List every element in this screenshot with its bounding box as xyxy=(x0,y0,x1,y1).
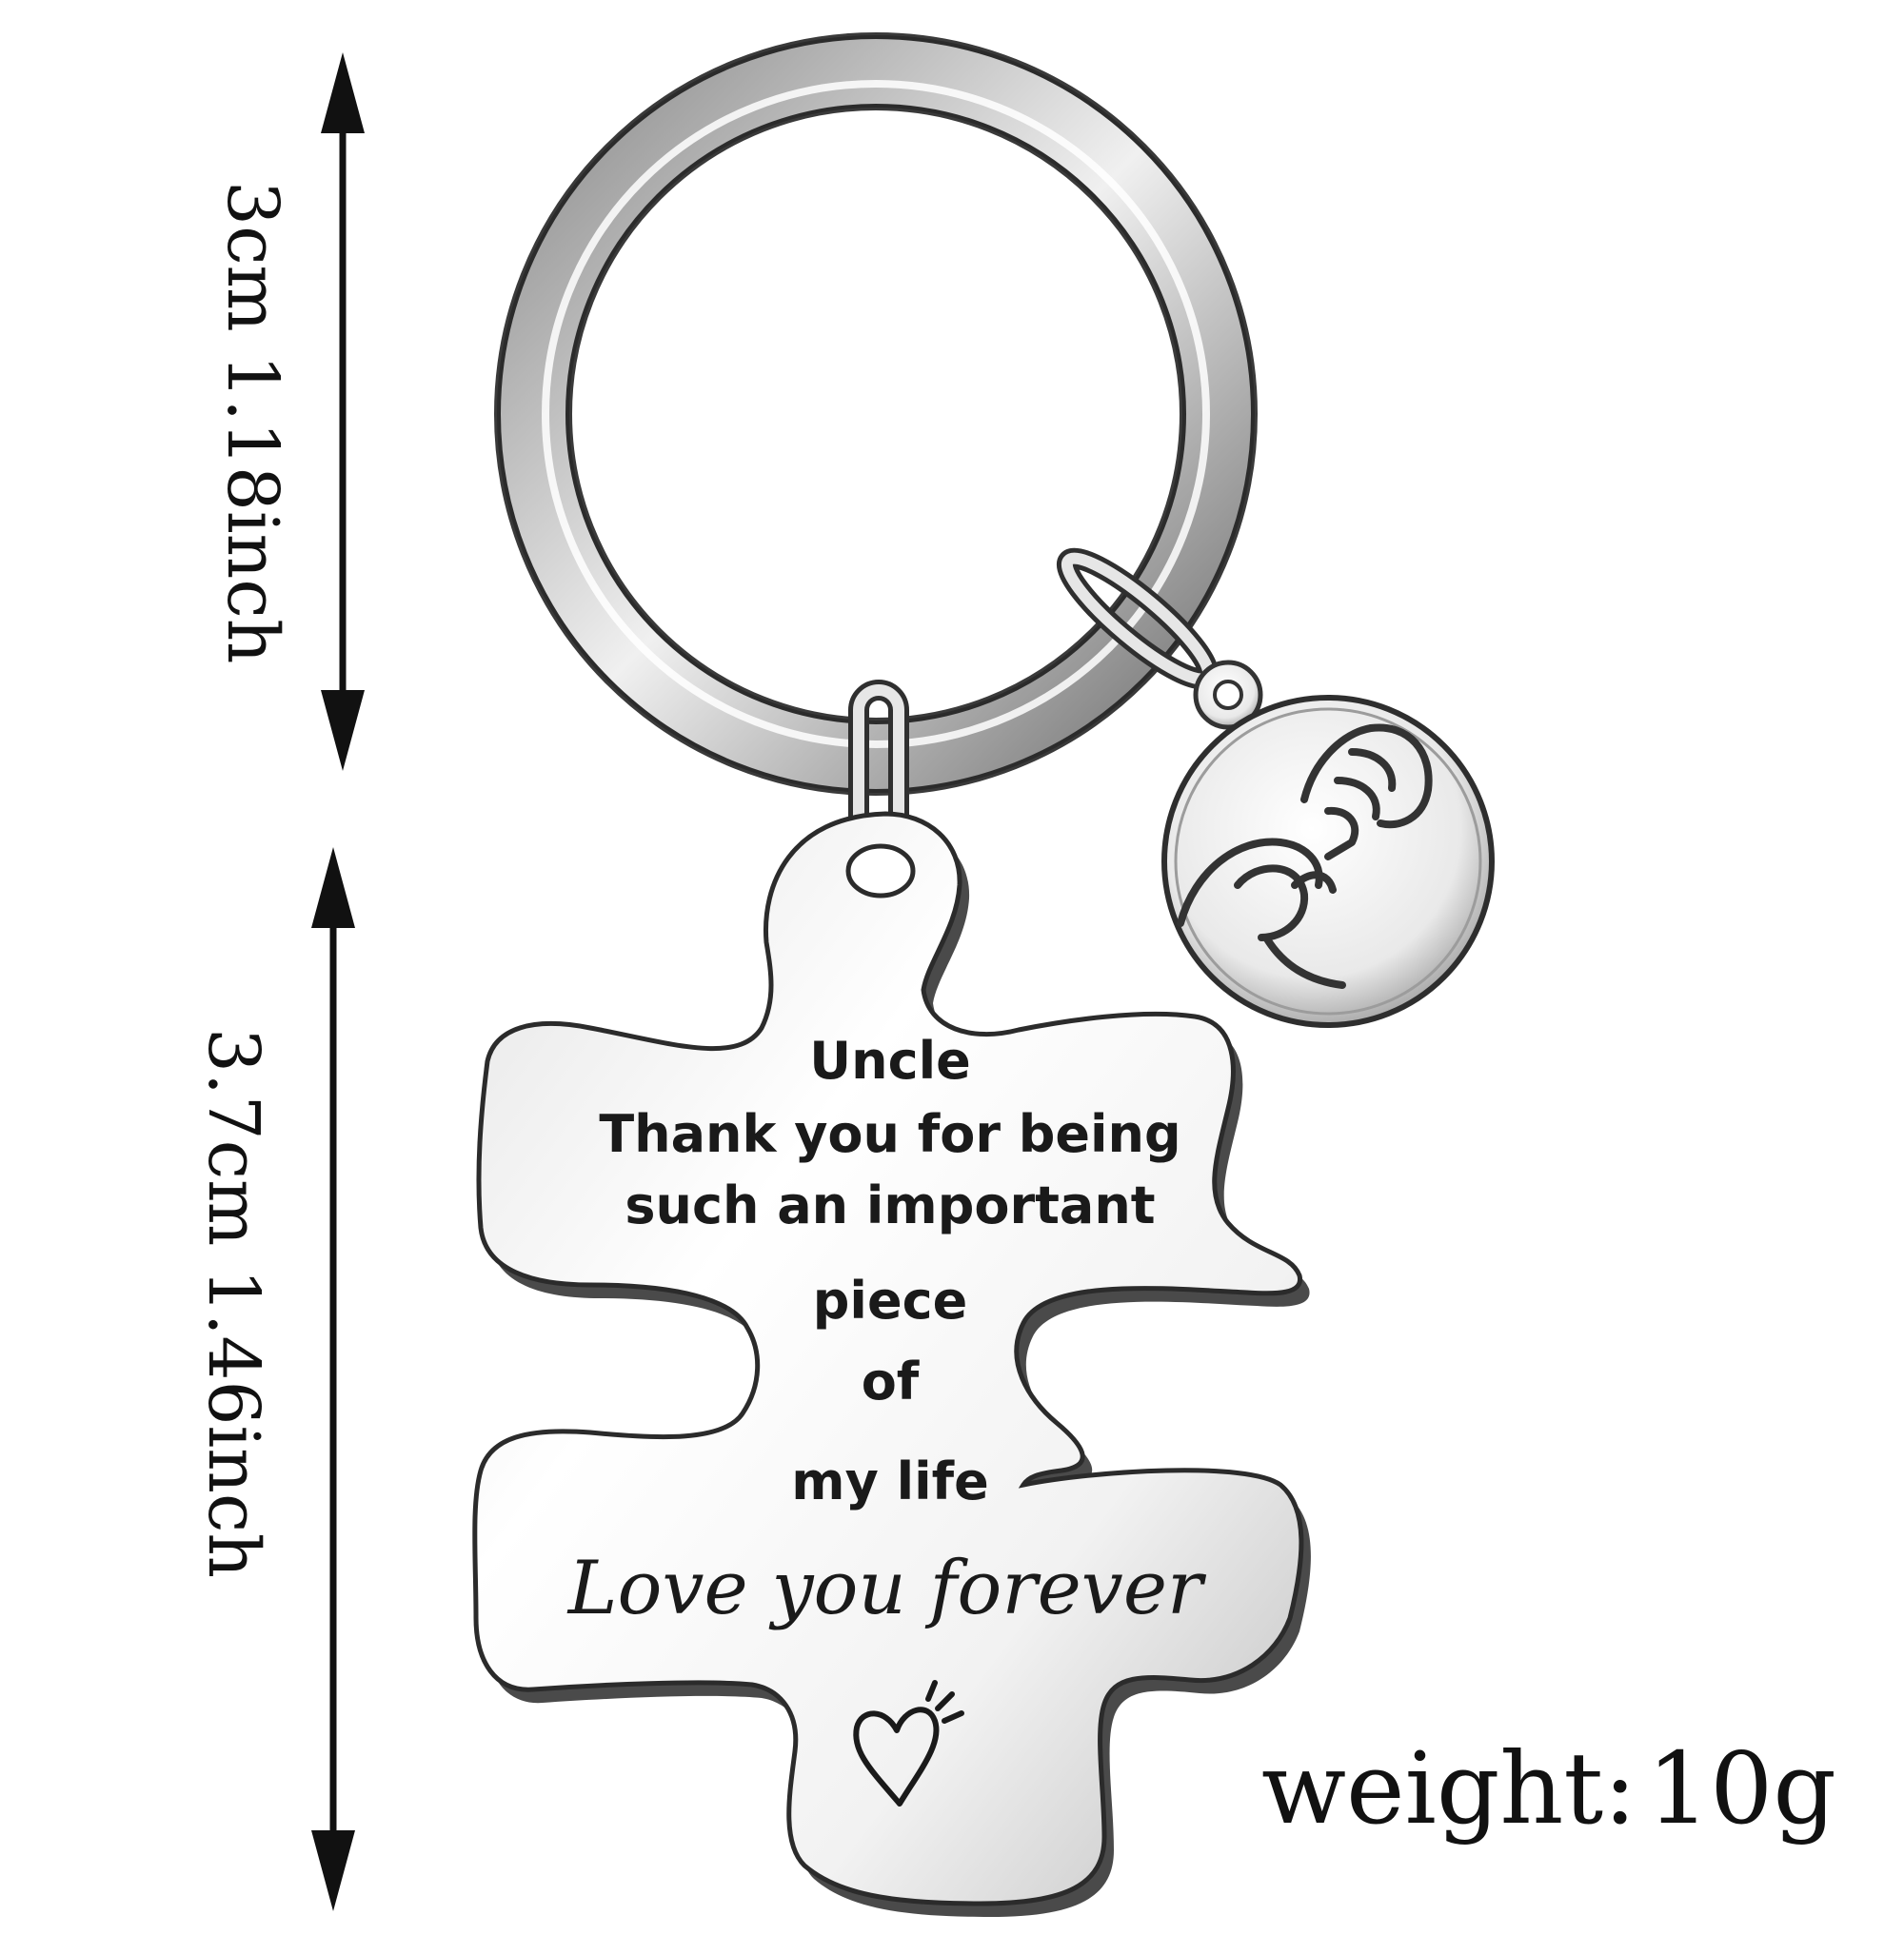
engraving-line-2: Thank you for being xyxy=(599,1104,1180,1164)
engraving-line-4: piece xyxy=(813,1271,967,1331)
pinky-promise-charm xyxy=(1161,660,1495,1028)
tag-hole xyxy=(845,843,916,899)
key-ring xyxy=(494,32,1258,796)
puzzle-tag xyxy=(472,811,1311,1917)
engraving-line-5: of xyxy=(862,1352,920,1412)
engraving-line-6: my life xyxy=(791,1451,988,1511)
tag-dimension-label: 3.7cm 1.46inch xyxy=(192,1028,274,1578)
heart-icon xyxy=(853,1680,964,1807)
weight-label: weight: xyxy=(1261,1730,1636,1846)
engraving-line-1: Uncle xyxy=(809,1031,970,1091)
ring-dimension-arrow xyxy=(321,52,365,771)
pinky-promise-icon xyxy=(1177,723,1433,989)
ring-dimension-label: 3cm 1.18inch xyxy=(211,181,293,663)
engraving-script-line: Love you forever xyxy=(566,1546,1207,1631)
weight-value: 10g xyxy=(1647,1730,1836,1846)
tag-dimension-arrow xyxy=(311,847,355,1911)
engraving-line-3: such an important xyxy=(625,1175,1155,1235)
